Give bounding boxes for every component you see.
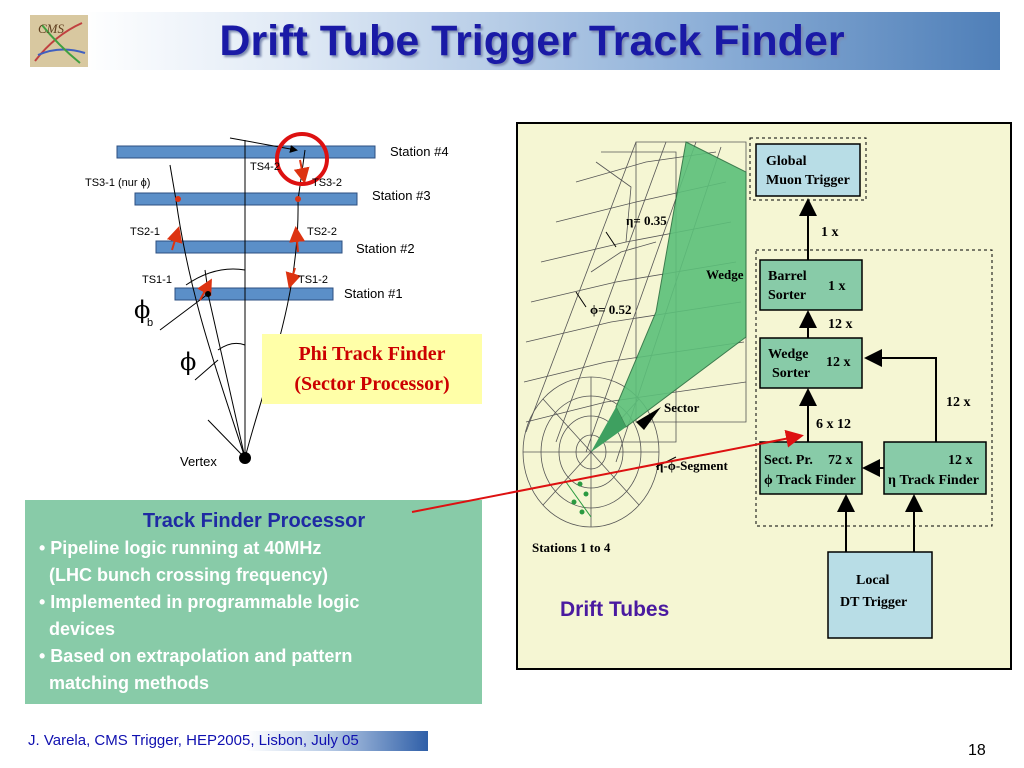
barrel-sorter-box — [759, 259, 863, 311]
global-line2: Muon Trigger — [766, 173, 850, 188]
wedge-line1: Wedge — [768, 347, 808, 362]
ts4-2-label: TS4-2 — [250, 161, 280, 173]
footer: J. Varela, CMS Trigger, HEP2005, Lisbon,… — [25, 731, 428, 751]
track-finder-processor-title: Track Finder Processor — [142, 510, 366, 532]
barrel-line1: Barrel — [768, 269, 807, 284]
ts3-1-label: TS3-1 (nur ϕ) — [85, 177, 150, 189]
vertex-label: Vertex — [180, 454, 217, 469]
segment-label: η-ϕ-Segment — [656, 458, 728, 473]
phi-b-label: ϕ — [134, 296, 150, 324]
phi-track-finder-box: Phi Track Finder (Sector Processor) — [262, 334, 482, 404]
bullet-3-line2: matching methods — [49, 673, 210, 693]
wedge-count: 12 x — [826, 355, 851, 370]
page-number: 18 — [968, 742, 986, 759]
phi-label: ϕ — [180, 348, 196, 376]
local-line1: Local — [856, 573, 890, 588]
ts1-2-label: TS1-2 — [298, 274, 328, 286]
station-4-label: Station #4 — [390, 144, 449, 159]
eta-track-finder-box — [883, 441, 987, 495]
title-bar — [0, 12, 1000, 70]
eta-count: 12 x — [948, 453, 973, 468]
phi-track-finder-line1: Phi Track Finder — [298, 343, 446, 365]
bullet-1-line1: • Pipeline logic running at 40MHz — [39, 538, 322, 558]
station-3-label: Station #3 — [372, 188, 431, 203]
green-wedge — [615, 141, 747, 428]
left-track — [169, 164, 246, 459]
station-4-bar — [116, 145, 376, 159]
wedge-sorter-box — [759, 337, 863, 389]
trigger-diagram: η= 0.35 ϕ= 0.52 Wedge Sector η-ϕ-Segment… — [522, 137, 993, 639]
eta-line2: η Track Finder — [888, 473, 979, 488]
wedge-label: Wedge — [706, 267, 744, 282]
track-geometry-figure: Station #4 Station #3 Station #2 Station… — [85, 132, 449, 469]
barrel-line2: Sorter — [768, 288, 806, 303]
station-3-bar — [134, 192, 358, 206]
station-1-bar — [174, 287, 334, 301]
bullet-2-line1: • Implemented in programmable logic — [39, 592, 360, 612]
sect-line2: ϕ Track Finder — [764, 473, 856, 488]
track-finder-processor-box: Track Finder Processor • Pipeline logic … — [25, 500, 482, 704]
ts1-1-label: TS1-1 — [142, 274, 172, 286]
wedge-line2: Sorter — [772, 366, 810, 381]
right-track — [244, 149, 306, 459]
local-line2: DT Trigger — [840, 595, 907, 610]
phi-b-subscript: b — [147, 317, 153, 329]
bullet-2: • Implemented in programmable logic devi… — [39, 589, 482, 643]
bullet-3: • Based on extrapolation and pattern mat… — [39, 643, 482, 697]
bullet-2-line2: devices — [49, 619, 116, 639]
logo-text: CMS — [38, 21, 65, 36]
local-dt-trigger-box — [827, 551, 933, 639]
bullet-3-line1: • Based on extrapolation and pattern — [39, 646, 353, 666]
sector-label: Sector — [664, 400, 700, 415]
arrow-label-12x: 12 x — [828, 317, 853, 332]
phi-label-right: ϕ= 0.52 — [590, 302, 632, 317]
cms-logo: CMS — [30, 15, 88, 67]
stations-1-4-label: Stations 1 to 4 — [532, 540, 611, 555]
slide-title: Drift Tube Trigger Track Finder — [219, 17, 845, 65]
global-muon-trigger-box — [755, 143, 861, 197]
bullet-1: • Pipeline logic running at 40MHz (LHC b… — [39, 535, 482, 589]
bullet-1-line2: (LHC bunch crossing frequency) — [49, 565, 329, 585]
vertex-dot — [239, 452, 251, 464]
drift-tubes-label: Drift Tubes — [560, 598, 670, 621]
highlight-circle — [275, 132, 329, 186]
station-2-label: Station #2 — [356, 241, 415, 256]
ts2-2-label: TS2-2 — [307, 226, 337, 238]
arrow-label-12x-right: 12 x — [946, 395, 971, 410]
barrel-count: 1 x — [828, 279, 846, 294]
ts2-1-label: TS2-1 — [130, 226, 160, 238]
station-1-label: Station #1 — [344, 286, 403, 301]
phi-track-finder-line2: (Sector Processor) — [294, 373, 450, 395]
arrow-label-1x: 1 x — [821, 225, 839, 240]
eta-label: η= 0.35 — [626, 213, 667, 228]
sect-count: 72 x — [828, 453, 853, 468]
arrow-label-6x12: 6 x 12 — [816, 417, 851, 432]
global-line1: Global — [766, 154, 807, 169]
ts3-2-label: TS3-2 — [312, 177, 342, 189]
sect-line1: Sect. Pr. — [764, 453, 813, 468]
